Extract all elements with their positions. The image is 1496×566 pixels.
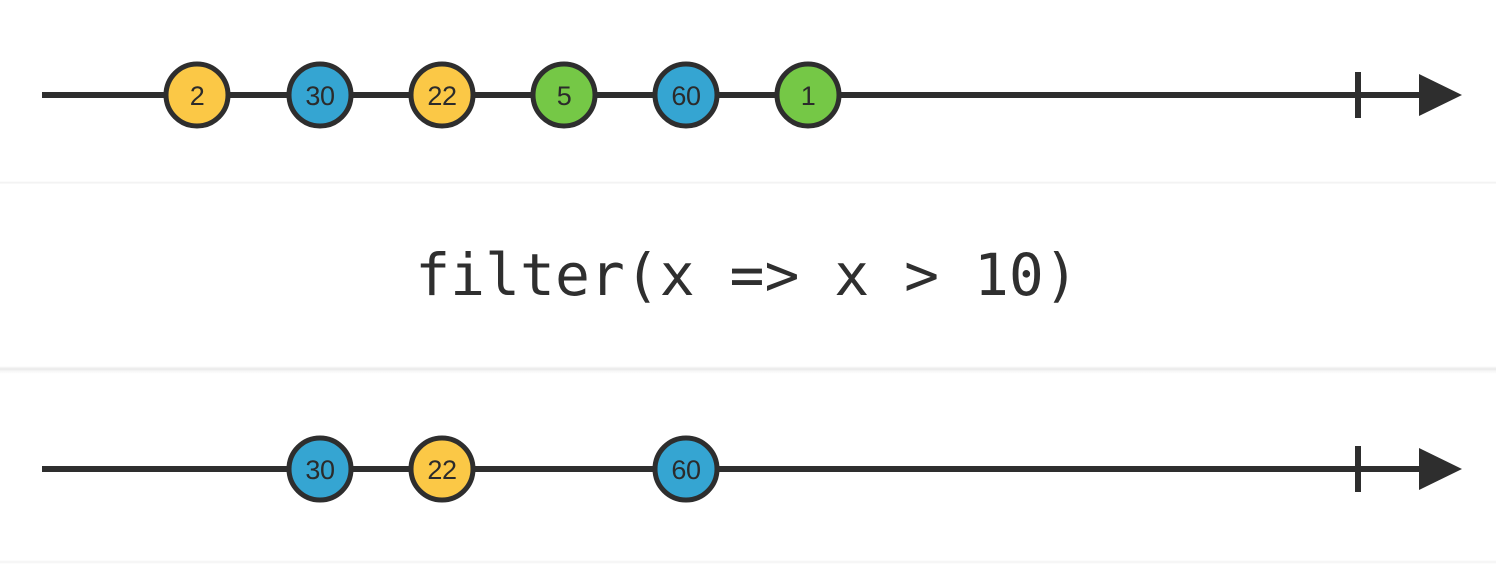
marble[interactable]: 30 <box>286 61 354 129</box>
marble[interactable]: 60 <box>652 61 720 129</box>
marble-circle[interactable] <box>652 61 720 129</box>
operator-band: filter(x => x > 10) <box>0 184 1496 366</box>
marble-value: 1 <box>801 81 816 111</box>
marble-value: 2 <box>190 81 205 111</box>
output-observable-stream: 30 22 60 <box>0 374 1496 564</box>
band-separator-middle <box>0 366 1496 374</box>
output-stream-canvas: 30 22 60 <box>42 435 1462 503</box>
marble-circle[interactable] <box>652 435 720 503</box>
marble[interactable]: 1 <box>774 61 842 129</box>
marble-circle[interactable] <box>286 435 354 503</box>
output-arrow-head <box>1419 448 1462 490</box>
marble-value: 60 <box>671 81 700 111</box>
marble[interactable]: 22 <box>408 435 476 503</box>
marble-circle[interactable] <box>774 61 842 129</box>
marble[interactable]: 60 <box>652 435 720 503</box>
marble-circle[interactable] <box>408 435 476 503</box>
marble[interactable]: 22 <box>408 61 476 129</box>
marble[interactable]: 30 <box>286 435 354 503</box>
marble-circle[interactable] <box>408 61 476 129</box>
source-stream-canvas: 2 30 22 5 60 1 <box>42 61 1462 129</box>
marble[interactable]: 2 <box>163 61 231 129</box>
marble-value: 30 <box>305 455 334 485</box>
operator-label: filter(x => x > 10) <box>415 241 1079 309</box>
marble-circle[interactable] <box>163 61 231 129</box>
marble-value: 22 <box>427 455 456 485</box>
marble-value: 22 <box>427 81 456 111</box>
source-arrow-head <box>1419 74 1462 116</box>
marble[interactable]: 5 <box>530 61 598 129</box>
marble-value: 60 <box>671 455 700 485</box>
source-observable-stream: 2 30 22 5 60 1 <box>0 0 1496 190</box>
marble-value: 30 <box>305 81 334 111</box>
marble-circle[interactable] <box>286 61 354 129</box>
marble-circle[interactable] <box>530 61 598 129</box>
marble-value: 5 <box>557 81 572 111</box>
